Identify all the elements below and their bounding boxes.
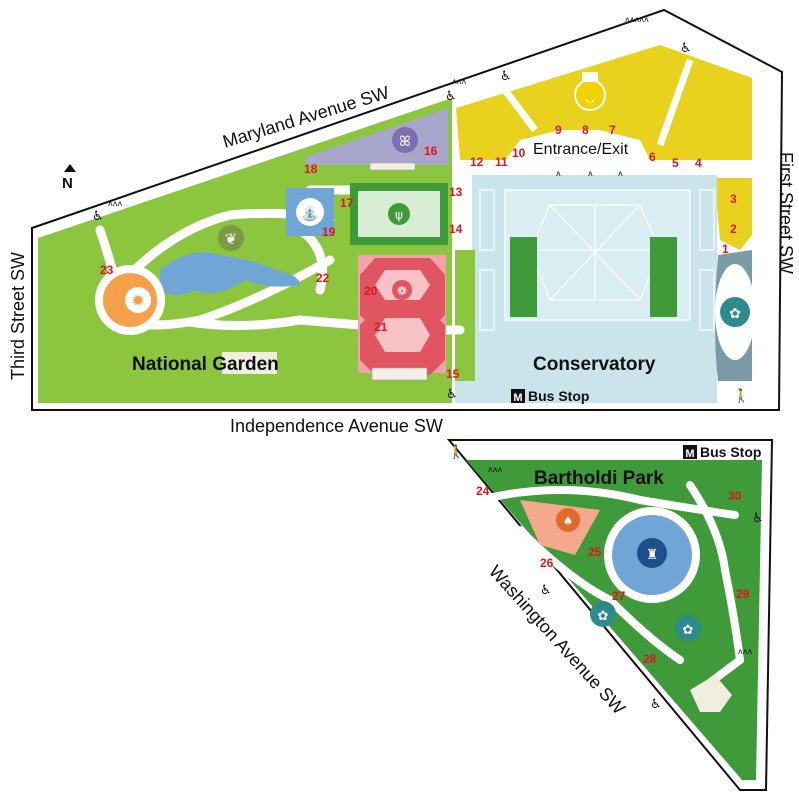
marker-9[interactable]: 9 [555, 123, 562, 137]
fountain-icon: ⛲ [301, 205, 318, 222]
bus-stop-bartholdi[interactable]: M Bus Stop [683, 444, 761, 460]
marker-29[interactable]: 29 [736, 587, 750, 601]
butterfly-icon: ꕤ [399, 134, 411, 150]
wheelchair-icon: ♿ [540, 583, 552, 598]
lotus-icon: ✿ [729, 306, 741, 322]
wheelchair-icon: ♿ [445, 89, 457, 104]
marker-23[interactable]: 23 [100, 263, 114, 277]
marker-25[interactable]: 25 [588, 545, 602, 559]
street-first: First Street SW [776, 152, 796, 274]
marker-22[interactable]: 22 [316, 271, 330, 285]
marker-17[interactable]: 17 [340, 196, 354, 210]
wheelchair-icon: ♿ [446, 387, 458, 402]
conservatory-courtyard-west [510, 237, 537, 317]
fountain-statue-icon: ♜ [646, 547, 659, 563]
conservatory-roof [479, 189, 715, 331]
rose-garden: ❁ [358, 255, 446, 375]
marker-5[interactable]: 5 [672, 156, 679, 170]
leaf-icon: ❦ [225, 230, 238, 248]
carrot-icon: ♠ [563, 514, 574, 528]
label-entrance-exit: Entrance/Exit [533, 141, 629, 158]
svg-text:ʌʌʌ: ʌʌʌ [108, 199, 122, 208]
marker-27[interactable]: 27 [612, 589, 626, 603]
marker-7[interactable]: 7 [609, 123, 616, 137]
lotus-icon: ✿ [683, 623, 694, 638]
pedestrian-icon: 🚶 [733, 388, 749, 404]
marker-10[interactable]: 10 [512, 146, 526, 160]
svg-text:ʌʌʌ: ʌʌʌ [452, 77, 466, 86]
bartholdi-park-block: ♜ ♠ ✿ ✿ [446, 439, 774, 791]
wheelchair-icon: ♿ [500, 69, 512, 84]
svg-text:ʌʌʌʌʌ: ʌʌʌʌʌ [625, 15, 649, 24]
marker-16[interactable]: 16 [424, 144, 438, 158]
marker-26[interactable]: 26 [540, 556, 554, 570]
compass: N [62, 164, 76, 192]
wheelchair-icon: ♿ [752, 511, 764, 526]
marker-15[interactable]: 15 [446, 367, 460, 381]
metro-icon: M [685, 448, 694, 460]
marker-6[interactable]: 6 [649, 150, 656, 164]
marker-19[interactable]: 19 [322, 225, 336, 239]
marker-12[interactable]: 12 [470, 155, 484, 169]
numbered-markers: 1 2 3 4 5 6 7 8 9 10 11 12 13 14 15 16 1… [100, 123, 750, 666]
svg-text:ʌ: ʌ [556, 169, 561, 178]
marker-30[interactable]: 30 [728, 489, 742, 503]
svg-text:ʌʌʌ: ʌʌʌ [488, 465, 502, 474]
svg-text:ʌ: ʌ [588, 169, 593, 178]
label-conservatory: Conservatory [533, 354, 656, 375]
bus-stop-conservatory[interactable]: M Bus Stop [511, 388, 589, 404]
label-bartholdi-park: Bartholdi Park [534, 468, 664, 489]
compass-n: N [62, 175, 73, 192]
bus-stop-label: Bus Stop [700, 444, 761, 460]
street-independence: Independence Avenue SW [230, 416, 443, 436]
marker-8[interactable]: 8 [582, 123, 589, 137]
wheelchair-icon: ♿ [92, 209, 104, 224]
pond [160, 252, 300, 295]
grass-icon: ψ [395, 208, 403, 222]
street-third: Third Street SW [8, 252, 28, 380]
marker-3[interactable]: 3 [730, 192, 737, 206]
butterfly-garden [306, 108, 448, 165]
marker-18[interactable]: 18 [304, 162, 318, 176]
label-national-garden: National Garden [132, 354, 279, 375]
rose-icon: ❁ [397, 284, 407, 298]
lotus-icon: ✿ [598, 609, 609, 624]
wheelchair-icon: ♿ [650, 697, 662, 712]
bowl-icon: ◡ [584, 90, 595, 105]
conservatory-courtyard-east [650, 237, 677, 317]
marker-11[interactable]: 11 [495, 155, 508, 169]
marker-20[interactable]: 20 [364, 284, 378, 298]
wheelchair-icon: ♿ [680, 41, 692, 56]
marker-13[interactable]: 13 [449, 185, 463, 199]
marker-1[interactable]: 1 [722, 242, 729, 256]
svg-text:ʌʌʌ: ʌʌʌ [738, 647, 752, 656]
bus-stop-label: Bus Stop [528, 388, 589, 404]
svg-text:ʌ: ʌ [618, 169, 623, 178]
main-block: ✿ ✹ ❦ ⛲ ψ [31, 8, 784, 411]
marker-2[interactable]: 2 [730, 222, 737, 236]
marker-4[interactable]: 4 [695, 156, 702, 170]
metro-icon: M [513, 392, 522, 404]
pedestrian-icon: 🚶 [448, 444, 464, 460]
marker-14[interactable]: 14 [449, 222, 463, 236]
marker-28[interactable]: 28 [643, 652, 657, 666]
stairs-icon: ʌʌʌ ʌʌʌ ʌʌʌʌʌ ʌ ʌ ʌ ʌʌʌ ʌʌʌ [108, 15, 752, 656]
marker-24[interactable]: 24 [476, 484, 490, 498]
sunflower-icon: ✹ [131, 291, 144, 310]
marker-21[interactable]: 21 [374, 320, 388, 334]
